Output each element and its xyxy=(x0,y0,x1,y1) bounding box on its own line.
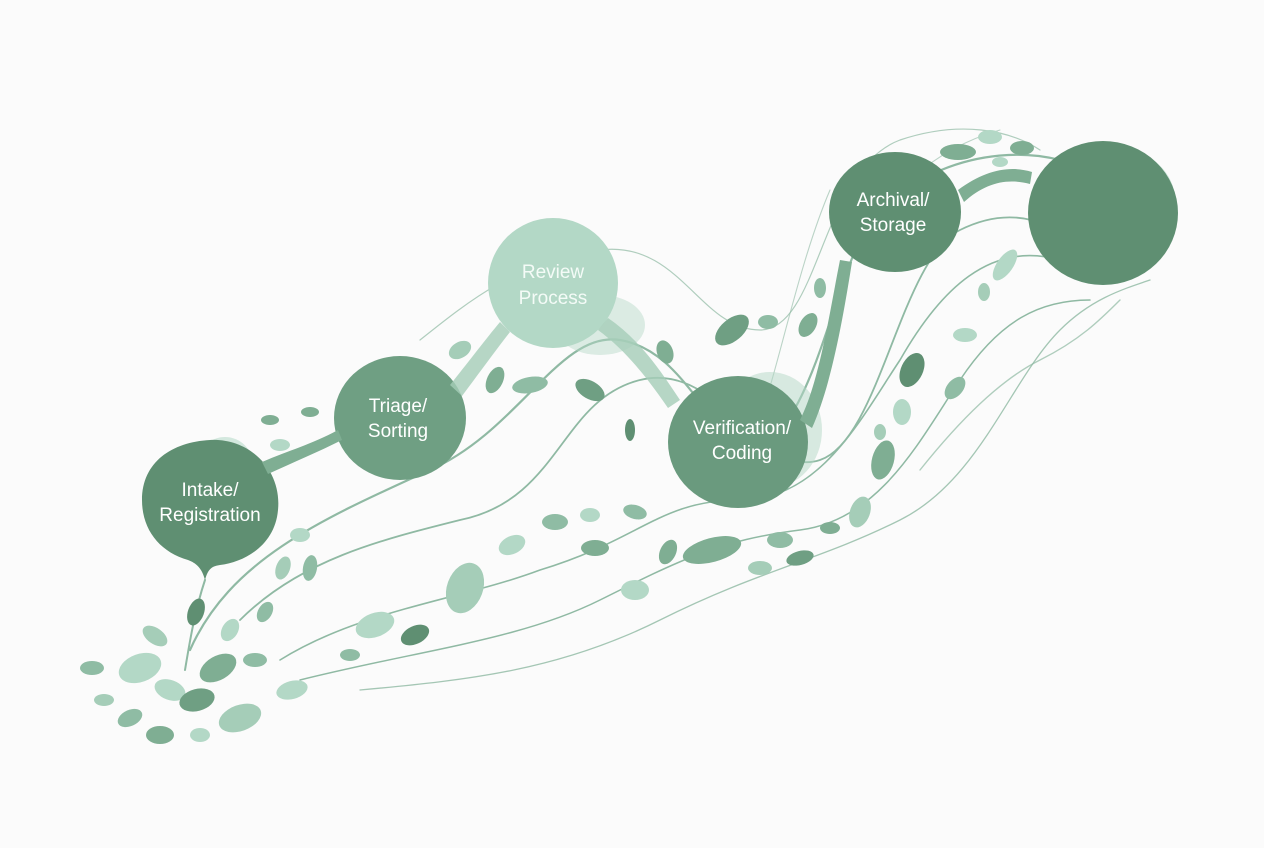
leaf xyxy=(978,130,1002,144)
node-connectors xyxy=(262,169,1032,474)
stage-3: Review Process xyxy=(488,218,618,348)
leaf xyxy=(940,144,976,160)
leaf xyxy=(575,378,605,402)
leaf xyxy=(146,726,174,744)
leaf xyxy=(625,419,635,441)
leaf xyxy=(512,376,548,394)
leaf xyxy=(1010,141,1034,155)
leaf-scatter xyxy=(80,130,1034,744)
stage-2: Triage/ Sorting xyxy=(334,356,466,480)
stage-2-bubble xyxy=(334,356,466,480)
stage-4-label-line2: Coding xyxy=(712,443,772,464)
leaf xyxy=(290,528,310,542)
leaf xyxy=(682,536,742,564)
leaf xyxy=(256,601,274,623)
connector-4-5 xyxy=(800,260,852,428)
stage-6 xyxy=(1028,141,1178,285)
leaf xyxy=(187,598,205,626)
stage-5-label-line1: Archival/ xyxy=(857,190,931,211)
leaf xyxy=(893,399,911,425)
leaf xyxy=(220,618,240,642)
stage-5-bubble xyxy=(829,152,961,272)
flow-line xyxy=(359,279,1151,691)
stage-1-bubble xyxy=(142,439,279,580)
leaf xyxy=(623,504,647,520)
stage-6-bubble xyxy=(1028,141,1178,285)
leaf xyxy=(786,550,814,566)
leaf xyxy=(261,415,279,425)
leaf xyxy=(270,439,290,451)
leaf xyxy=(218,703,262,733)
leaf xyxy=(715,314,749,346)
stage-5: Archival/ Storage xyxy=(829,152,961,272)
stage-3-label-line2: Process xyxy=(519,288,588,309)
connector-1-2 xyxy=(262,430,342,474)
leaf xyxy=(94,694,114,706)
leaf xyxy=(498,534,526,556)
leaf xyxy=(658,539,678,565)
leaf xyxy=(992,249,1018,281)
leaf xyxy=(542,514,568,530)
stage-2-label-line2: Sorting xyxy=(368,421,428,442)
leaf xyxy=(199,653,237,683)
leaf xyxy=(118,652,162,684)
leaf xyxy=(154,679,186,701)
leaf xyxy=(275,556,291,580)
leaf xyxy=(142,625,168,647)
leaf xyxy=(820,522,840,534)
flow-line xyxy=(919,299,1121,471)
stage-3-label-line1: Review xyxy=(522,262,585,283)
connector-3-4 xyxy=(598,318,680,408)
stage-3-bubble xyxy=(488,218,618,348)
stage-2-label-line1: Triage/ xyxy=(369,396,428,417)
leaf xyxy=(80,661,104,675)
leaf xyxy=(621,580,649,600)
leaf xyxy=(814,278,826,298)
leaf xyxy=(117,708,143,728)
leaf xyxy=(302,555,318,581)
stage-5-label-line2: Storage xyxy=(860,215,927,236)
stage-4-label-line1: Verification/ xyxy=(693,418,792,439)
leaf xyxy=(301,407,319,417)
stage-4: Verification/ Coding xyxy=(668,376,808,508)
leaf xyxy=(179,688,215,712)
leaf xyxy=(944,376,966,400)
leaf xyxy=(798,313,818,337)
stage-1-label-line2: Registration xyxy=(159,505,260,526)
leaf xyxy=(485,366,505,394)
leaf xyxy=(276,680,308,700)
leaf xyxy=(580,508,600,522)
leaf xyxy=(899,353,925,387)
leaf xyxy=(190,728,210,742)
leaf xyxy=(340,649,360,661)
leaf xyxy=(849,496,871,528)
connector-5-6 xyxy=(958,169,1032,202)
leaf xyxy=(448,340,472,360)
flow-lines xyxy=(184,128,1151,691)
leaf xyxy=(656,340,674,364)
flow-line xyxy=(299,299,1091,681)
leaf xyxy=(581,540,609,556)
connector-2-3 xyxy=(450,322,510,396)
leaf xyxy=(953,328,977,342)
leaf xyxy=(767,532,793,548)
leaf xyxy=(978,283,990,301)
leaf xyxy=(400,624,430,646)
leaf xyxy=(243,653,267,667)
leaf xyxy=(758,315,778,329)
leaf xyxy=(874,424,886,440)
leaf xyxy=(992,157,1008,167)
stage-1: Intake/ Registration xyxy=(142,439,279,580)
stage-4-bubble xyxy=(668,376,808,508)
leaf xyxy=(445,562,485,614)
leaf xyxy=(355,611,395,639)
leaf xyxy=(748,561,772,575)
stage-1-label-line1: Intake/ xyxy=(181,480,239,501)
leaf xyxy=(871,440,895,480)
